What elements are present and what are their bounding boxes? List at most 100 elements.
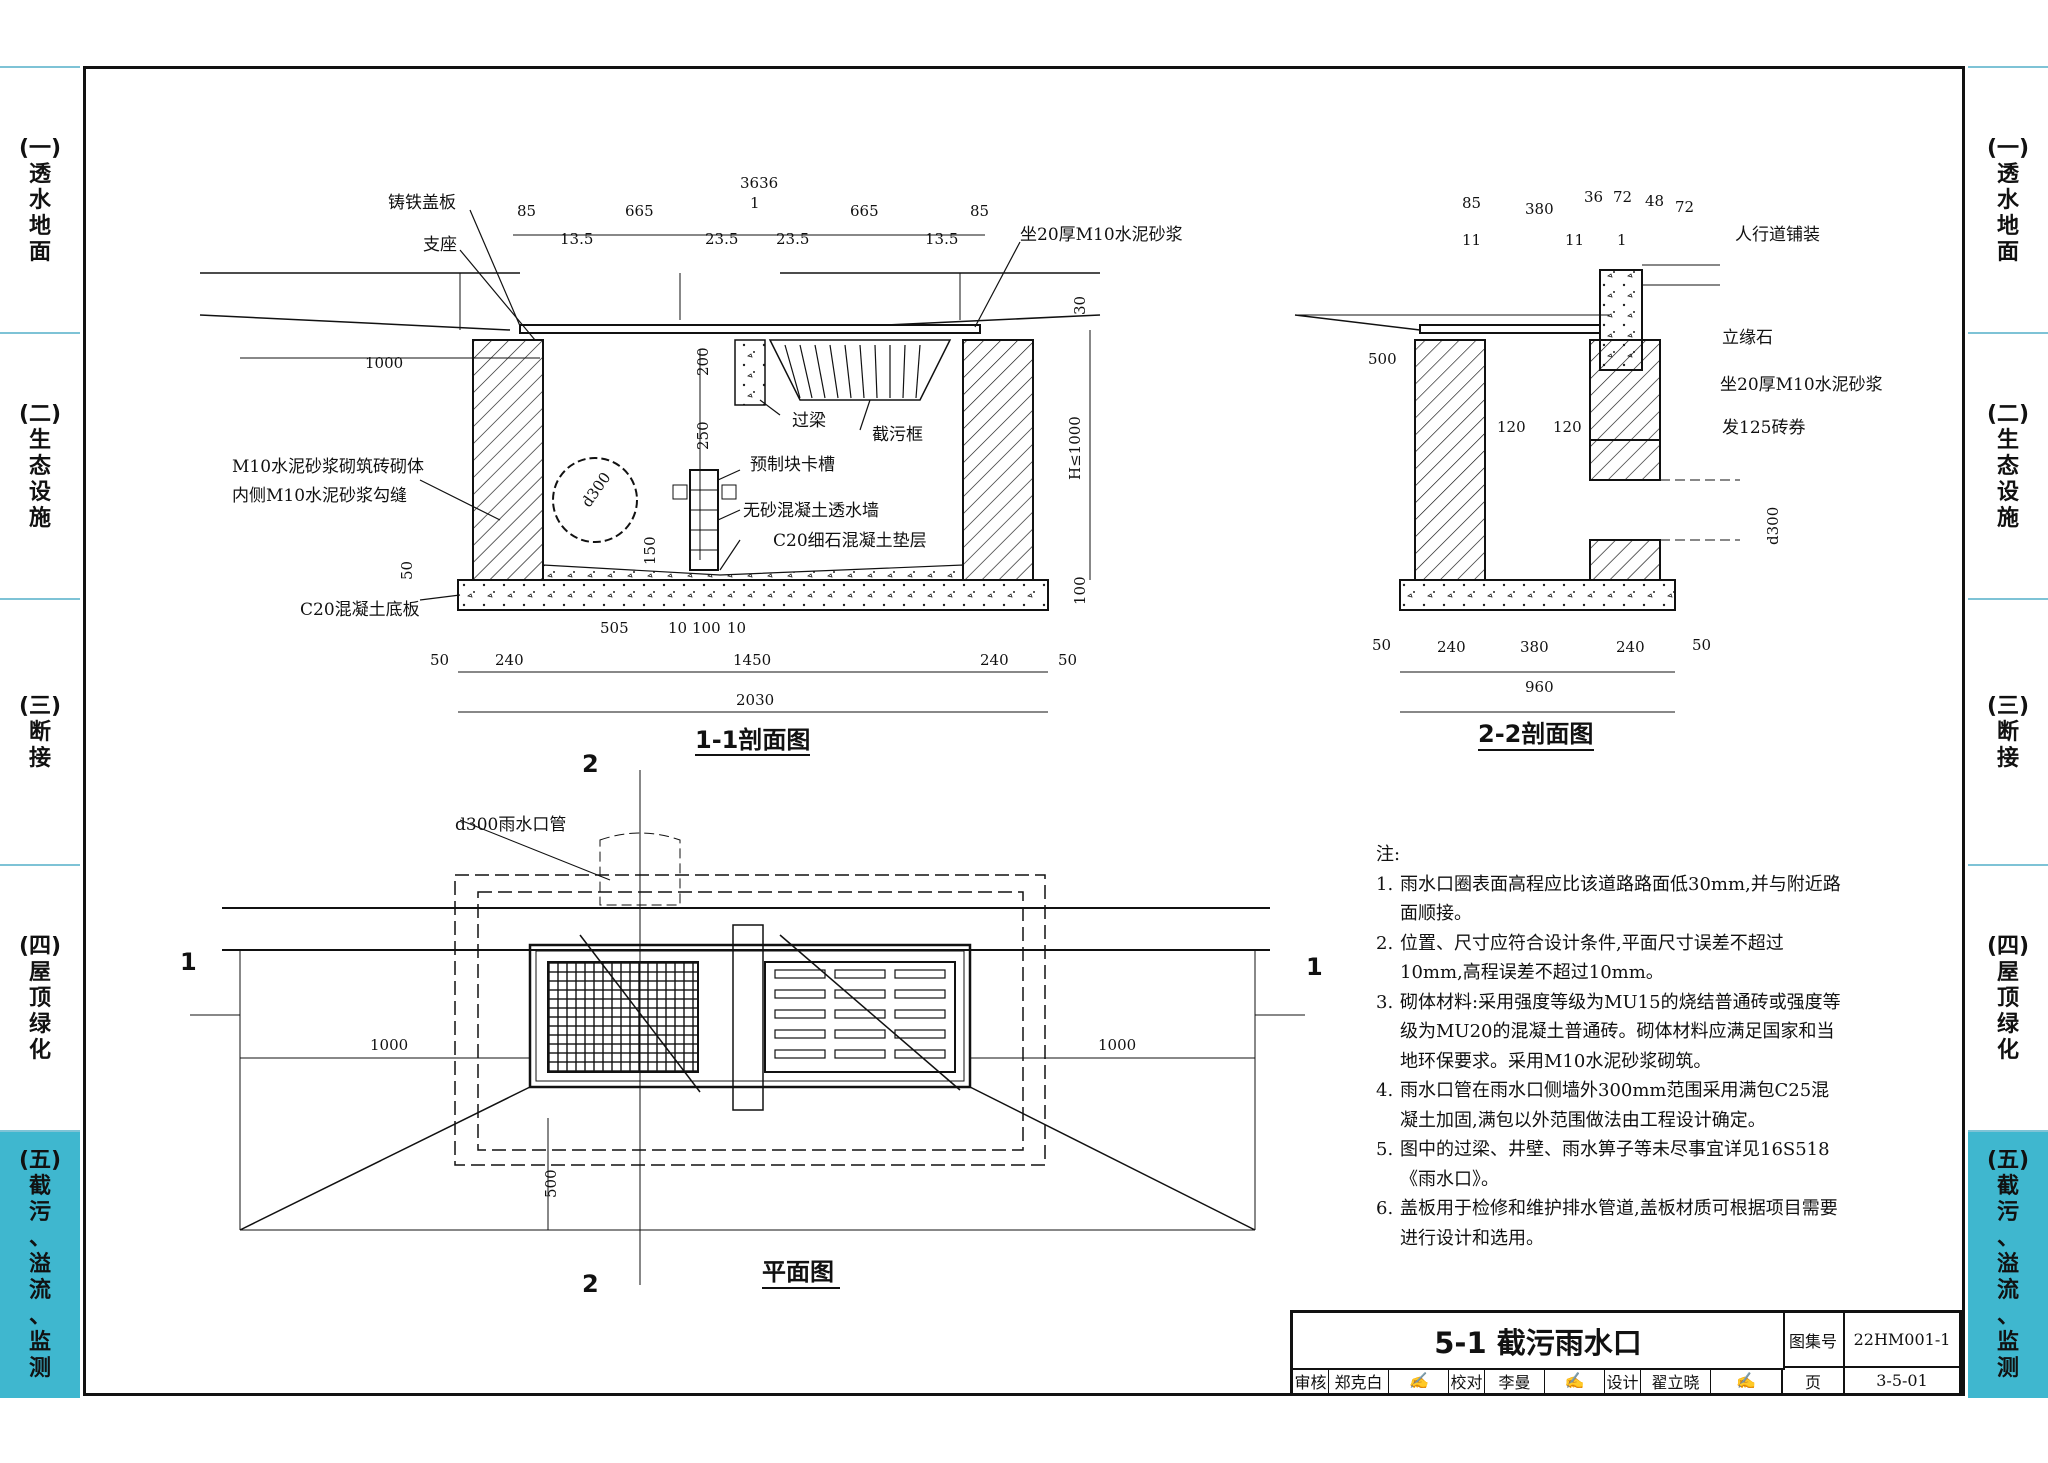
tab-char: 测 (28, 1356, 51, 1381)
cut-mark-2-top: 2 (582, 750, 599, 778)
tab-char: 水 (28, 188, 51, 213)
dim-b-50b: 50 (1058, 651, 1077, 669)
dim-top2-d: 13.5 (925, 230, 958, 248)
left-tab-3[interactable]: (三)断接 (0, 598, 80, 866)
section-2-2 (1294, 264, 1740, 713)
d22-500: 500 (1368, 350, 1397, 368)
d22-b-380: 380 (1520, 638, 1549, 656)
title-block: 5-1 截污雨水口 图集号 22HM001-1 审核 郑克白 ✍ 校对 李曼 ✍… (1290, 1310, 1962, 1396)
dim-top-1: 1 (750, 194, 760, 212)
tab-char: 断 (1996, 720, 2019, 745)
tab-char: 屋 (28, 960, 51, 985)
paving-label: 人行道铺装 (1735, 225, 1820, 245)
tab-char: 断 (28, 720, 51, 745)
d22-11a: 11 (1462, 231, 1481, 249)
note-number: 3. (1376, 991, 1394, 1013)
note-item: 2. 位置、尺寸应符合设计条件,平面尺寸误差不超过10mm,高程误差不超过10mm… (1376, 929, 1846, 988)
tab-char: 透 (28, 162, 51, 187)
wall-label-2: 内侧M10水泥砂浆勾缝 (232, 486, 407, 506)
note-text: 位置、尺寸应符合设计条件,平面尺寸误差不超过10mm,高程误差不超过10mm。 (1400, 932, 1784, 984)
checker-signature: ✍ (1545, 1368, 1605, 1393)
dim-b-505: 505 (600, 619, 629, 637)
tab-char: 地 (1996, 214, 2019, 239)
left-tab-1[interactable]: (一)透水地面 (0, 66, 80, 334)
check-label: 校对 (1449, 1368, 1485, 1393)
base-label: C20混凝土底板 (300, 600, 420, 620)
tab-char: 溢 (28, 1252, 51, 1277)
right-tab-3[interactable]: (三)断接 (1968, 598, 2048, 866)
d22-b-240a: 240 (1437, 638, 1466, 656)
tab-char: (一) (1986, 136, 2030, 161)
d22-b-50a: 50 (1372, 636, 1391, 654)
beam-label: 过梁 (792, 411, 826, 431)
plan-view (190, 770, 1305, 1285)
dim-30: 30 (1071, 296, 1089, 315)
note-number: 1. (1376, 873, 1394, 895)
reviewer-signature: ✍ (1389, 1368, 1449, 1393)
tab-char: 流 (1996, 1278, 2019, 1303)
cut-mark-1-right: 1 (1306, 953, 1323, 981)
tab-char: 顶 (1996, 986, 2019, 1011)
cut-mark-1-left: 1 (180, 948, 197, 976)
tab-char: 化 (1996, 1038, 2019, 1063)
dim-100: 100 (1071, 576, 1089, 605)
frame-label: 截污框 (872, 425, 923, 445)
curb-label: 立缘石 (1722, 328, 1773, 348)
tab-char: 透 (1996, 162, 2019, 187)
dim-b-10a: 10 (668, 619, 687, 637)
design-label: 设计 (1605, 1368, 1641, 1393)
d22-11b: 11 (1565, 231, 1584, 249)
right-tab-2[interactable]: (二)生态设施 (1968, 332, 2048, 600)
right-tab-1[interactable]: (一)透水地面 (1968, 66, 2048, 334)
tab-char: 监 (28, 1330, 51, 1355)
note-text: 图中的过梁、井壁、雨水箅子等未尽事宜详见16S518《雨水口》。 (1400, 1139, 1830, 1190)
dim-b-1450: 1450 (733, 651, 771, 669)
dim-200: 200 (694, 347, 712, 376)
dim-b-10b: 10 (727, 619, 746, 637)
dim-top-665a: 665 (625, 202, 654, 220)
d22-120b: 120 (1553, 418, 1582, 436)
mortar-label-2: 坐20厚M10水泥砂浆 (1720, 375, 1883, 395)
tab-char: 溢 (1996, 1252, 2019, 1277)
tab-char: 绿 (1996, 1012, 2019, 1037)
note-number: 5. (1376, 1139, 1394, 1160)
dim-b-50a: 50 (430, 651, 449, 669)
tab-char: 测 (1996, 1356, 2019, 1381)
right-tab-5[interactable]: (五)截污、溢流、监测 (1968, 1130, 2048, 1398)
left-tab-2[interactable]: (二)生态设施 (0, 332, 80, 600)
tab-char: 施 (28, 506, 51, 531)
dim-top-85b: 85 (970, 202, 989, 220)
left-tab-4[interactable]: (四)屋顶绿化 (0, 864, 80, 1132)
tab-char: 绿 (28, 1012, 51, 1037)
note-text: 雨水口管在雨水口侧墙外300mm范围采用满包C25混凝土加固,满包以外范围做法由… (1400, 1080, 1830, 1131)
mortar-label-1: 坐20厚M10水泥砂浆 (1020, 225, 1183, 245)
pipe-dia-label: d300 (578, 469, 615, 511)
right-tab-4[interactable]: (四)屋顶绿化 (1968, 864, 2048, 1132)
d22-b-50b: 50 (1692, 636, 1711, 654)
cushion-label: C20细石混凝土垫层 (773, 531, 927, 551)
tab-char: 流 (28, 1278, 51, 1303)
tab-char: (三) (18, 694, 62, 719)
note-item: 5. 图中的过梁、井壁、雨水箅子等未尽事宜详见16S518《雨水口》。 (1376, 1135, 1846, 1194)
left-tab-5[interactable]: (五)截污、溢流、监测 (0, 1130, 80, 1398)
dim-b-240b: 240 (980, 651, 1009, 669)
slot-label: 预制块卡槽 (750, 455, 835, 475)
tab-char: 态 (1996, 454, 2019, 479)
section11-caption: 1-1剖面图 (695, 726, 810, 754)
tab-char: 态 (28, 454, 51, 479)
dim-150: 150 (641, 536, 659, 565)
notes-heading: 注: (1376, 844, 1401, 865)
tab-char: 地 (28, 214, 51, 239)
notes-block: 注: 1.雨水口圈表面高程应比该道路路面低30mm,并与附近路面顺接。2.位置、… (1376, 840, 1846, 1253)
d22-72b: 72 (1675, 198, 1694, 216)
tab-char: 设 (1996, 480, 2019, 505)
dim-top2-b: 23.5 (705, 230, 738, 248)
tab-char: (五) (1986, 1148, 2030, 1173)
tab-char: 施 (1996, 506, 2019, 531)
atlas-no: 22HM001-1 (1845, 1313, 1959, 1368)
tab-char: 面 (1996, 240, 2019, 265)
d22-36: 36 (1584, 188, 1603, 206)
note-number: 2. (1376, 932, 1394, 954)
dim-50: 50 (398, 561, 416, 580)
